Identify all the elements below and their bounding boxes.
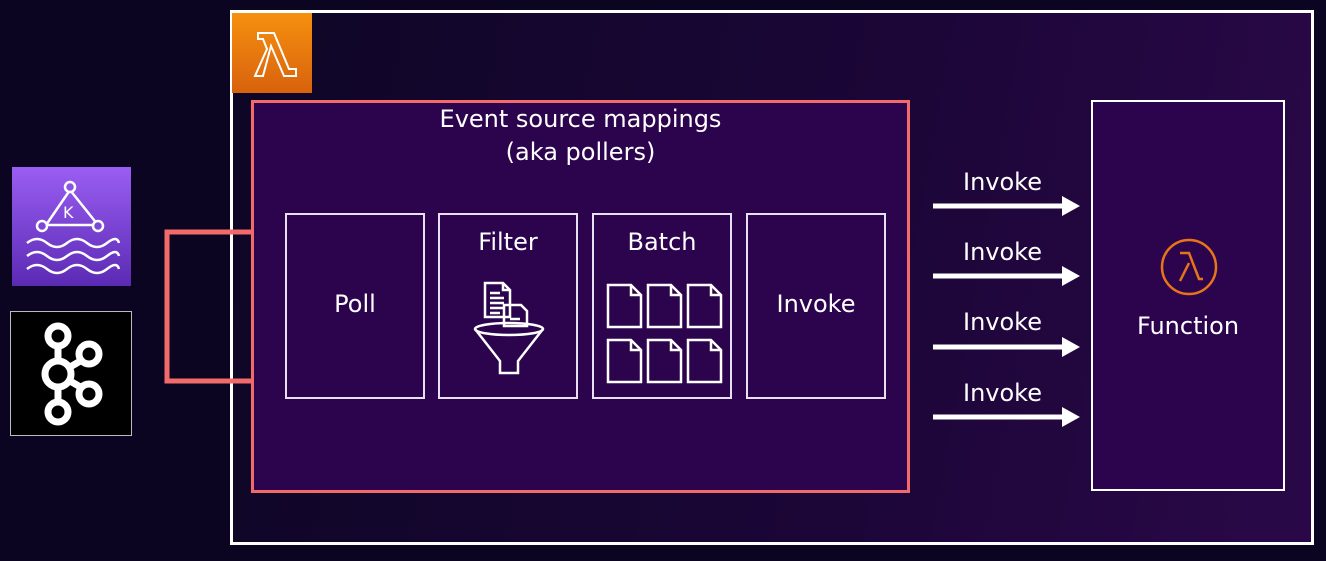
stage-invoke: Invoke: [746, 213, 886, 399]
stage-filter: Filter: [438, 213, 578, 399]
filter-funnel-icon: [473, 281, 545, 375]
esm-subtitle: (aka pollers): [505, 138, 656, 166]
invoke-label: Invoke: [963, 308, 1042, 336]
stage-label: Batch: [627, 228, 697, 256]
stage-label: Filter: [478, 228, 538, 256]
esm-title: Event source mappings: [439, 105, 722, 133]
aws-lambda-icon: [232, 13, 312, 93]
invoke-label: Invoke: [963, 379, 1042, 407]
stage-poll: Poll: [285, 213, 425, 399]
function-label: Function: [1136, 312, 1240, 340]
svg-text:K: K: [63, 203, 74, 222]
amazon-msk-icon: K: [12, 167, 131, 286]
lambda-function-box: Function: [1091, 100, 1285, 491]
lambda-function-icon: [1160, 238, 1218, 296]
invoke-arrows: [933, 196, 1080, 427]
documents-icon: [606, 283, 723, 384]
invoke-arrow: [933, 196, 1080, 216]
invoke-arrow: [933, 266, 1080, 286]
stage-label: Poll: [334, 290, 376, 318]
invoke-label: Invoke: [963, 238, 1042, 266]
stage-batch: Batch: [592, 213, 732, 399]
invoke-arrow: [933, 337, 1080, 357]
stage-label: Invoke: [776, 290, 856, 318]
apache-kafka-icon: [10, 311, 132, 436]
invoke-arrow: [933, 407, 1080, 427]
invoke-label: Invoke: [963, 168, 1042, 196]
